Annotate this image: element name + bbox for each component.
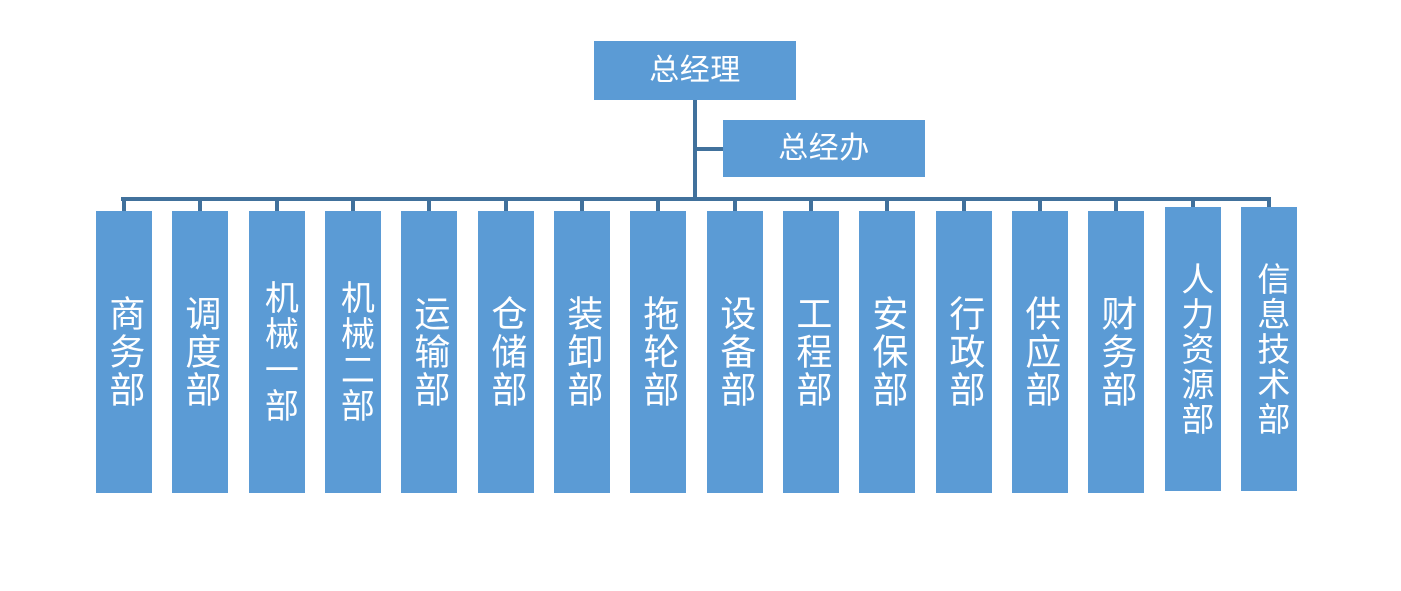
node-department-label: 机械一部 <box>259 280 297 424</box>
connector-department-stub <box>351 197 355 211</box>
connector-department-stub <box>504 197 508 211</box>
node-general-manager[interactable]: 总经理 <box>594 41 796 100</box>
connector-department-stub <box>656 197 660 211</box>
connector-department-stub <box>580 197 584 211</box>
node-department-label: 行政部 <box>944 295 985 409</box>
node-department-15[interactable]: 人力资源部 <box>1165 207 1221 491</box>
node-department-label: 调度部 <box>180 295 221 409</box>
node-department-label: 机械二部 <box>335 280 373 424</box>
connector-department-bus <box>121 197 1268 201</box>
connector-department-stub <box>1114 197 1118 211</box>
node-department-label: 人力资源部 <box>1175 261 1212 437</box>
node-department-9[interactable]: 设备部 <box>707 211 763 493</box>
node-department-1[interactable]: 商务部 <box>96 211 152 493</box>
node-department-2[interactable]: 调度部 <box>172 211 228 493</box>
connector-department-stub <box>733 197 737 211</box>
node-department-16[interactable]: 信息技术部 <box>1241 207 1297 491</box>
connector-department-stub <box>198 197 202 211</box>
node-department-10[interactable]: 工程部 <box>783 211 839 493</box>
connector-department-stub <box>809 197 813 211</box>
node-department-label: 装卸部 <box>562 295 603 409</box>
connector-department-stub <box>122 197 126 211</box>
node-department-label: 财务部 <box>1096 295 1137 409</box>
node-department-label: 安保部 <box>867 295 908 409</box>
node-department-6[interactable]: 仓储部 <box>478 211 534 493</box>
node-department-label: 供应部 <box>1020 295 1061 409</box>
connector-department-stub <box>885 197 889 211</box>
node-general-manager-office[interactable]: 总经办 <box>723 120 925 177</box>
node-department-label: 信息技术部 <box>1251 261 1288 437</box>
connector-department-stub <box>1191 197 1195 207</box>
connector-department-stub <box>1267 197 1271 207</box>
node-department-label: 工程部 <box>791 295 832 409</box>
connector-department-stub <box>962 197 966 211</box>
node-department-5[interactable]: 运输部 <box>401 211 457 493</box>
node-department-label: 仓储部 <box>486 295 527 409</box>
node-department-11[interactable]: 安保部 <box>859 211 915 493</box>
node-department-3[interactable]: 机械一部 <box>249 211 305 493</box>
node-department-8[interactable]: 拖轮部 <box>630 211 686 493</box>
node-general-manager-office-label: 总经办 <box>778 131 870 165</box>
node-department-14[interactable]: 财务部 <box>1088 211 1144 493</box>
connector-gm-office-elbow <box>695 147 725 151</box>
node-general-manager-label: 总经理 <box>649 53 741 87</box>
node-department-label: 拖轮部 <box>638 295 679 409</box>
node-department-label: 运输部 <box>409 295 450 409</box>
node-department-label: 设备部 <box>715 295 756 409</box>
connector-department-stub <box>427 197 431 211</box>
node-department-7[interactable]: 装卸部 <box>554 211 610 493</box>
node-department-13[interactable]: 供应部 <box>1012 211 1068 493</box>
connector-department-stub <box>275 197 279 211</box>
connector-department-stub <box>1038 197 1042 211</box>
node-department-4[interactable]: 机械二部 <box>325 211 381 493</box>
node-department-label: 商务部 <box>104 295 145 409</box>
node-department-12[interactable]: 行政部 <box>936 211 992 493</box>
